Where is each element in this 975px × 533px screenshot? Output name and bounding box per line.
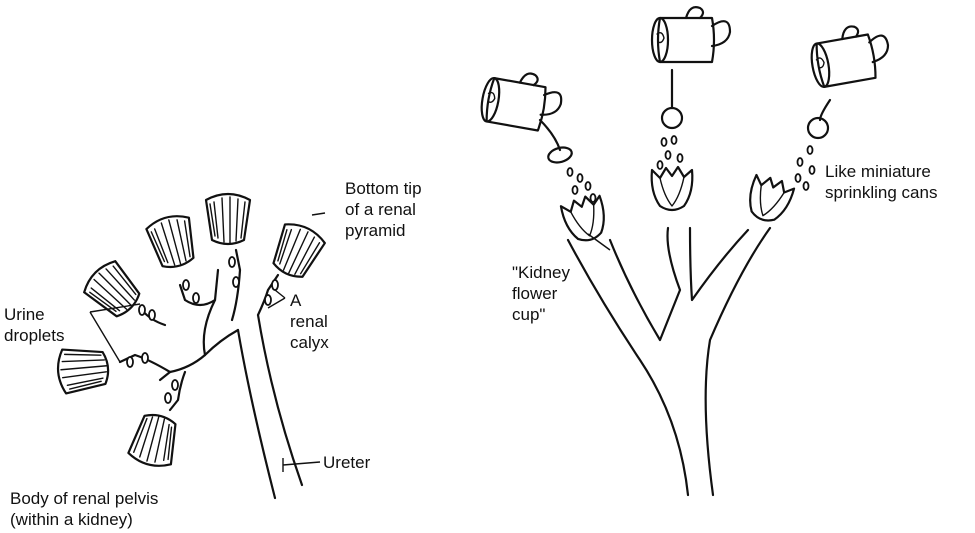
ureter-tube xyxy=(238,330,275,498)
label-flower-cup: "Kidney flower cup" xyxy=(512,262,570,325)
label-renal-calyx: A renal calyx xyxy=(290,290,329,353)
label-bottom-tip: Bottom tip of a renal pyramid xyxy=(345,178,422,241)
label-urine-droplets: Urine droplets xyxy=(4,304,64,346)
renal-pelvis-body xyxy=(160,330,238,380)
label-ureter: Ureter xyxy=(323,452,370,473)
right-flower-diagram xyxy=(479,7,893,495)
label-renal-pelvis: Body of renal pelvis (within a kidney) xyxy=(10,488,158,530)
label-sprinkling-cans: Like miniature sprinkling cans xyxy=(825,161,937,203)
left-renal-diagram xyxy=(56,194,327,498)
urine-droplets-left xyxy=(127,257,278,403)
